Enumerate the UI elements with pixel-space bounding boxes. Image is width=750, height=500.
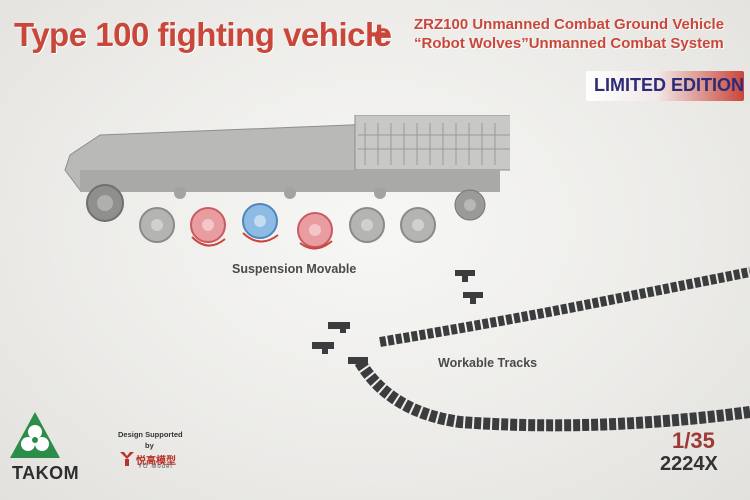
design-supported-text: Design Supported (118, 430, 183, 439)
limited-edition-text: LIMITED EDITION (594, 75, 744, 95)
subtitle-line-2: “Robot Wolves”Unmanned Combat System (414, 35, 724, 52)
takom-trefoil-icon (10, 412, 60, 458)
subtitle-line-1: ZRZ100 Unmanned Combat Ground Vehicle (414, 16, 725, 33)
plus-sign: + (368, 14, 391, 56)
loose-track-links (312, 270, 483, 364)
track-upper-run (379, 267, 750, 347)
motion-arrow-icon (242, 232, 279, 243)
partner-name-en: YG Model (138, 464, 173, 470)
motion-arrow-icon (299, 240, 333, 250)
track-lower-loop (354, 358, 750, 432)
yg-model-icon (120, 452, 134, 466)
tracks-illustration (312, 267, 750, 432)
suspension-callout: Suspension Movable (232, 262, 357, 276)
design-by-text: by (145, 441, 154, 450)
motion-arrow-icon (191, 236, 226, 247)
tracks-callout: Workable Tracks (438, 356, 538, 370)
vehicle-side-skirt (80, 170, 500, 192)
takom-logo-text: TAKOM (12, 463, 80, 483)
vehicle-illustration (64, 115, 510, 250)
partner-name-cn: 悦高模型 (136, 456, 176, 467)
product-code: 2224X (660, 453, 718, 475)
scale-label: 1/35 (672, 428, 715, 453)
product-title: Type 100 fighting vehicle (14, 16, 392, 53)
limited-edition-badge: LIMITED EDITION (586, 71, 744, 101)
